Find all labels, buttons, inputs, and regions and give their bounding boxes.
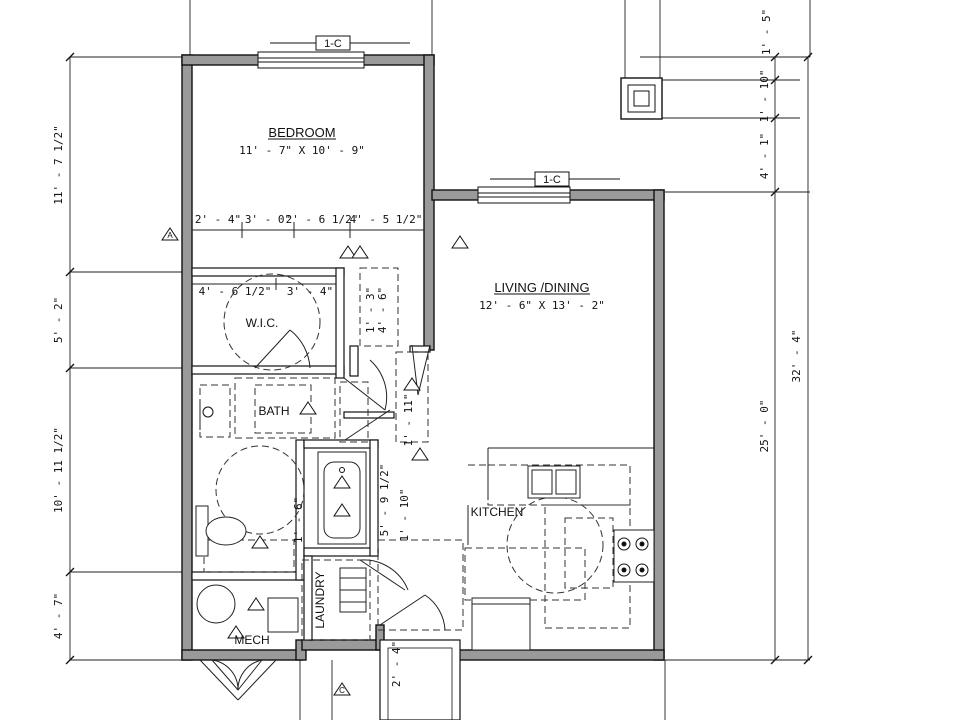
elevation-tag-label: C bbox=[339, 686, 345, 695]
kitchen-counters bbox=[467, 447, 654, 651]
elevation-markers: A C bbox=[161, 227, 469, 696]
dim-text: 11' - 7 1/2" bbox=[52, 125, 65, 204]
dim-text: 1' - 11" bbox=[402, 394, 415, 447]
room-size: 12' - 6" X 13' - 2" bbox=[479, 299, 605, 312]
dim-text: 4' - 6" bbox=[376, 287, 389, 333]
section-tag-top: 1-C bbox=[270, 35, 410, 51]
hvac-unit-icon bbox=[267, 597, 299, 633]
dim-text: 3' - 4" bbox=[287, 285, 333, 298]
bathtub-icon bbox=[317, 451, 367, 545]
dim-ticks-left bbox=[65, 52, 813, 665]
dim-text: 4' - 1" bbox=[758, 133, 771, 179]
dim-text: 10' - 11 1/2" bbox=[52, 427, 65, 513]
room-size: 11' - 7" X 10' - 9" bbox=[239, 144, 365, 157]
dim-text: 2' - 4" bbox=[195, 213, 241, 226]
bedroom-dim-line bbox=[192, 222, 424, 290]
section-tag-label: 1-C bbox=[543, 174, 561, 186]
dim-text: 5' - 9 1/2" bbox=[378, 464, 391, 537]
room-laundry-label: LAUNDRY bbox=[313, 571, 327, 628]
grid-lines bbox=[69, 0, 811, 720]
column-detail bbox=[620, 77, 663, 120]
dims-left: 11' - 7 1/2" 5' - 2" 10' - 11 1/2" 4' - … bbox=[52, 125, 65, 639]
dim-text: 3' - 0" bbox=[245, 213, 291, 226]
water-heater-icon bbox=[196, 584, 236, 624]
windows bbox=[257, 51, 571, 204]
dim-text: 2' - 6 1/2" bbox=[286, 213, 359, 226]
dim-text: 25' - 0" bbox=[758, 400, 771, 453]
dims-vertical-small: 1' - 3" 4' - 6" 1' - 11" 5' - 9 1/2" 1' … bbox=[292, 287, 415, 687]
dims-bedroom-row: 2' - 4" 3' - 0" 2' - 6 1/2" 4' - 5 1/2" bbox=[195, 213, 423, 226]
dims-right: 1' - 5" 1' - 10" 4' - 1" 25' - 0" 32' - … bbox=[758, 9, 803, 453]
room-mech-label: MECH bbox=[234, 633, 269, 647]
dim-text: 4' - 7" bbox=[52, 593, 65, 639]
entry-landing bbox=[379, 639, 461, 720]
dim-text: 4' - 5 1/2" bbox=[350, 213, 423, 226]
dim-text: 1' - 5" bbox=[760, 9, 773, 55]
room-bedroom: BEDROOM 11' - 7" X 10' - 9" bbox=[239, 125, 365, 157]
dim-text: 32' - 4" bbox=[790, 330, 803, 383]
dim-text: 4' - 6 1/2" bbox=[199, 285, 272, 298]
range-icon bbox=[613, 529, 655, 583]
room-bath-label: BATH bbox=[258, 404, 289, 418]
dim-text: 1' - 10" bbox=[398, 489, 411, 542]
section-tag-mid: 1-C bbox=[490, 171, 620, 187]
dim-text: 1' - 3" bbox=[364, 287, 377, 333]
door-swings bbox=[199, 329, 446, 701]
dim-text: 1' - 6" bbox=[292, 497, 305, 543]
dim-text: 1' - 10" bbox=[758, 70, 771, 123]
room-living: LIVING /DINING 12' - 6" X 13' - 2" bbox=[479, 280, 605, 312]
dims-wic-row: 4' - 6 1/2" 3' - 4" bbox=[199, 285, 334, 298]
room-wic-label: W.I.C. bbox=[246, 316, 279, 330]
dim-text: 2' - 4" bbox=[390, 641, 403, 687]
dim-text: 5' - 2" bbox=[52, 297, 65, 343]
section-tag-label: 1-C bbox=[324, 38, 342, 50]
room-kitchen-label: KITCHEN bbox=[471, 505, 524, 519]
interior-walls bbox=[191, 267, 431, 641]
room-name: LIVING /DINING bbox=[494, 280, 589, 295]
laundry-appliance-icon bbox=[339, 567, 367, 613]
elevation-tag-label: A bbox=[167, 231, 173, 240]
sink-icon bbox=[199, 400, 214, 430]
room-name: BEDROOM bbox=[268, 125, 335, 140]
toilet-icon bbox=[195, 505, 247, 557]
